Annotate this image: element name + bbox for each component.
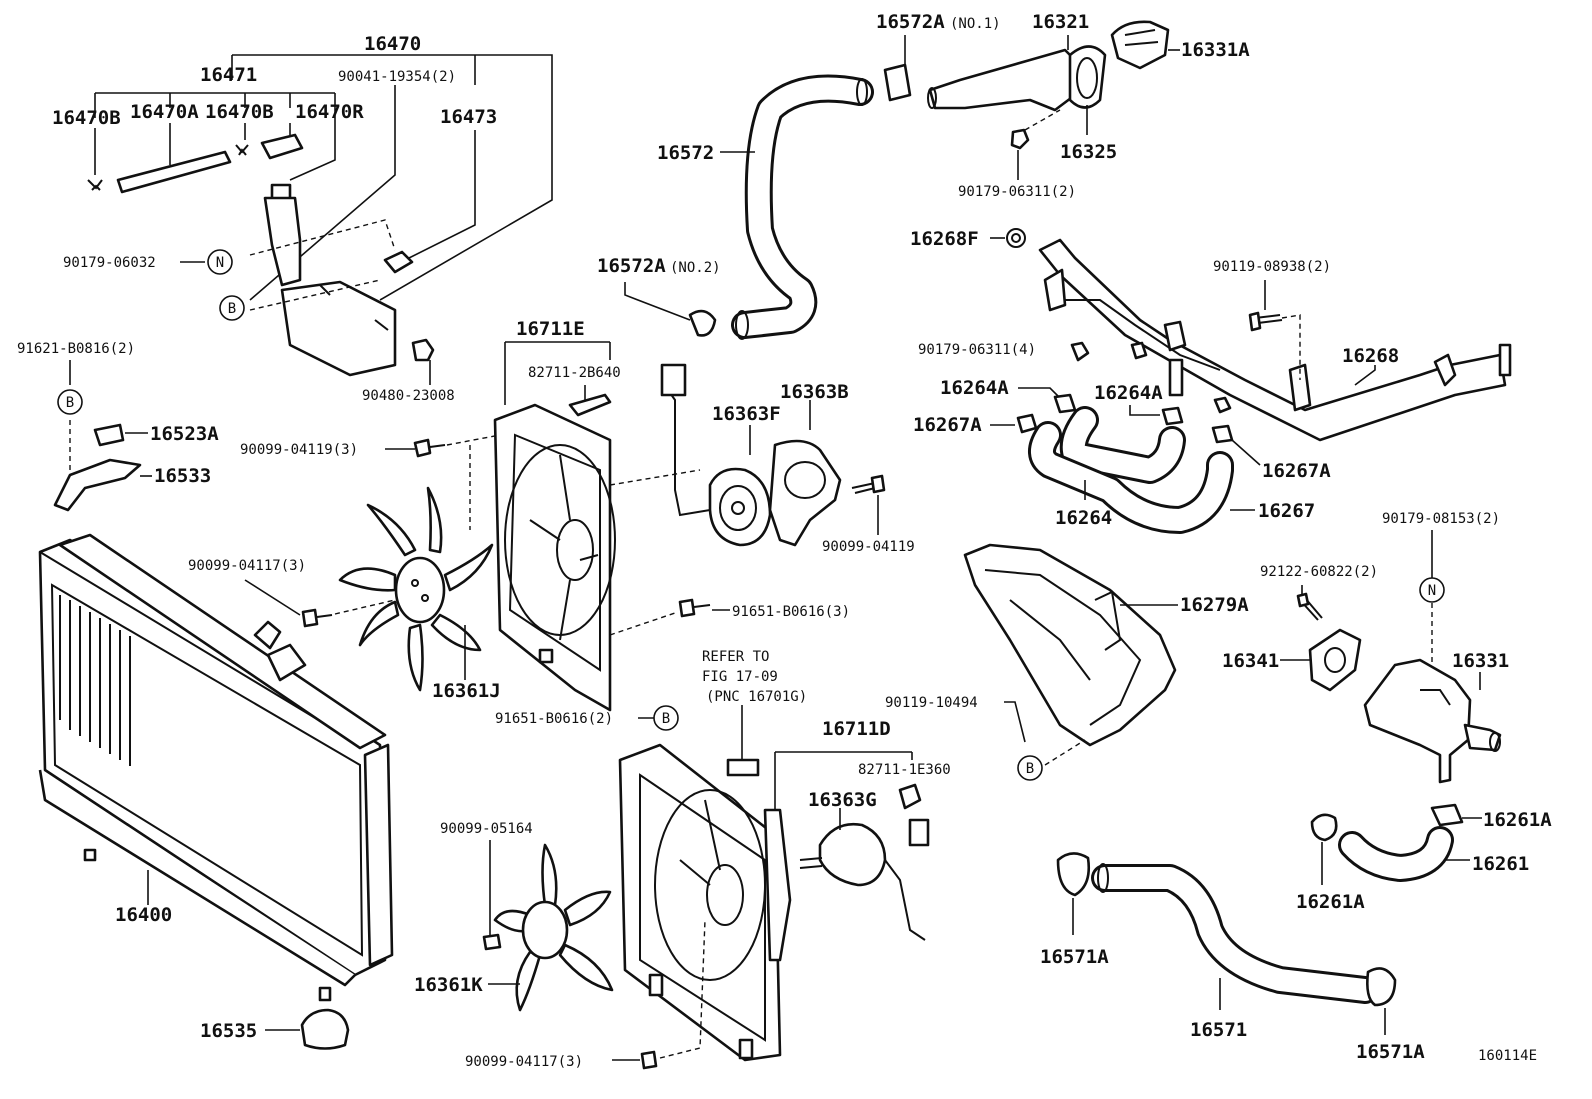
label-82711-1E360: 82711-1E360 <box>858 762 951 778</box>
label-16341: 16341 <box>1222 650 1279 672</box>
callout-n-1: N <box>207 249 233 275</box>
label-90179-06032: 90179-06032 <box>63 255 156 271</box>
svg-text:B: B <box>662 711 670 727</box>
label-16279A: 16279A <box>1180 594 1249 616</box>
label-16261A-2: 16261A <box>1296 891 1365 913</box>
svg-text:B: B <box>1026 761 1034 777</box>
radiator-group: 91621-B0816(2) 16523A 16533 16400 16535 <box>17 341 394 1050</box>
bypass-hoses-group: 16264A 16264A 16267A 16267A 16264 16267 <box>913 377 1331 534</box>
label-16470B: 16470B <box>52 107 121 129</box>
label-16325: 16325 <box>1060 141 1117 163</box>
label-16331: 16331 <box>1452 650 1509 672</box>
svg-text:B: B <box>66 395 74 411</box>
label-90179-06311-2: 90179-06311(2) <box>958 184 1076 200</box>
label-90099-04117-3a: 90099-04117(3) <box>188 558 306 574</box>
label-16571A-2: 16571A <box>1356 1041 1425 1063</box>
callout-b-1: B <box>219 295 245 321</box>
label-16470B-2: 16470B <box>205 101 274 123</box>
label-16470A: 16470A <box>130 101 199 123</box>
callout-b-4: B <box>1017 755 1043 781</box>
label-16572A-no1-suffix: (NO.1) <box>950 16 1001 32</box>
label-16264: 16264 <box>1055 507 1112 529</box>
label-16268: 16268 <box>1342 345 1399 367</box>
label-82711-2B640: 82711-2B640 <box>528 365 621 381</box>
label-16363G: 16363G <box>808 789 877 811</box>
label-16264A: 16264A <box>940 377 1009 399</box>
callout-b-2: B <box>57 389 83 415</box>
callout-b-3: B <box>653 705 679 731</box>
label-16261A: 16261A <box>1483 809 1552 831</box>
label-91651-B0616-3: 91651-B0616(3) <box>732 604 850 620</box>
lower-fan-group: REFER TO FIG 17-09 (PNC 16701G) 91651-B0… <box>414 649 951 1070</box>
fan-blade-16361j <box>338 486 494 692</box>
label-90099-04119-3: 90099-04119(3) <box>240 442 358 458</box>
refer-line-1: REFER TO <box>702 649 769 665</box>
svg-text:N: N <box>216 255 224 271</box>
refer-line-3: (PNC 16701G) <box>706 689 807 705</box>
thermostat-group: 16321 16331A 16325 90179-06311(2) <box>927 11 1250 200</box>
label-16535: 16535 <box>200 1020 257 1042</box>
label-16572: 16572 <box>657 142 714 164</box>
upper-hose-group: 16572A (NO.1) 16572 16572A (NO.2) <box>597 11 1001 340</box>
label-91621-B0816: 91621-B0816(2) <box>17 341 135 357</box>
label-16363B: 16363B <box>780 381 849 403</box>
label-16361K: 16361K <box>414 974 483 996</box>
label-16711E: 16711E <box>516 318 585 340</box>
label-16473: 16473 <box>440 106 497 128</box>
label-16571A: 16571A <box>1040 946 1109 968</box>
label-90099-05164: 90099-05164 <box>440 821 533 837</box>
label-16268F: 16268F <box>910 228 979 250</box>
label-16470R: 16470R <box>295 101 364 123</box>
hose-16261-group: 16261A 16261A 16261 <box>1296 803 1552 913</box>
label-90179-06311-4: 90179-06311(4) <box>918 342 1036 358</box>
upper-fan-group: 16711E 82711-2B640 16361J <box>188 318 915 712</box>
label-16361J: 16361J <box>432 680 501 702</box>
insulator-group: 16279A 90119-10494 <box>885 543 1249 766</box>
water-pipe-group: 16268F 16268 90119-08938(2) 90179-06311(… <box>910 228 1512 442</box>
label-90119-08938: 90119-08938(2) <box>1213 259 1331 275</box>
label-90041-19354: 90041-19354(2) <box>338 69 456 85</box>
fan-blade-16361k <box>493 843 614 1012</box>
label-16572A-no1: 16572A <box>876 11 945 33</box>
label-92122-60822: 92122-60822(2) <box>1260 564 1378 580</box>
label-90179-08153: 90179-08153(2) <box>1382 511 1500 527</box>
label-16523A: 16523A <box>150 423 219 445</box>
label-16267A-2: 16267A <box>1262 460 1331 482</box>
svg-text:N: N <box>1428 583 1436 599</box>
label-90099-04119: 90099-04119 <box>822 539 915 555</box>
label-16321: 16321 <box>1032 11 1089 33</box>
label-16400: 16400 <box>115 904 172 926</box>
callout-n-2: N <box>1419 577 1445 603</box>
figure-code: 160114E <box>1478 1048 1537 1064</box>
label-16363F: 16363F <box>712 403 781 425</box>
svg-text:B: B <box>228 301 236 317</box>
label-16264A-2: 16264A <box>1094 382 1163 404</box>
water-inlet-group: 90179-08153(2) 92122-60822(2) 16341 1633… <box>1222 511 1509 784</box>
label-16571: 16571 <box>1190 1019 1247 1041</box>
label-16261: 16261 <box>1472 853 1529 875</box>
label-90119-10494: 90119-10494 <box>885 695 978 711</box>
label-16572A-no2: 16572A <box>597 255 666 277</box>
label-90099-04117-3b: 90099-04117(3) <box>465 1054 583 1070</box>
reservoir-group: 16470 16471 16470B 16470A 16470B 16470R … <box>52 33 553 404</box>
label-16471: 16471 <box>200 64 257 86</box>
label-16533: 16533 <box>154 465 211 487</box>
label-16572A-no2-suffix: (NO.2) <box>670 260 721 276</box>
lower-hose-group: 16571A 16571 16571A 160114E <box>1040 852 1537 1064</box>
refer-line-2: FIG 17-09 <box>702 669 778 685</box>
label-16267A: 16267A <box>913 414 982 436</box>
label-16470: 16470 <box>364 33 421 55</box>
label-91651-B0616-2: 91651-B0616(2) <box>495 711 613 727</box>
label-16267: 16267 <box>1258 500 1315 522</box>
label-90480-23008: 90480-23008 <box>362 388 455 404</box>
label-16331A: 16331A <box>1181 39 1250 61</box>
label-16711D: 16711D <box>822 718 891 740</box>
